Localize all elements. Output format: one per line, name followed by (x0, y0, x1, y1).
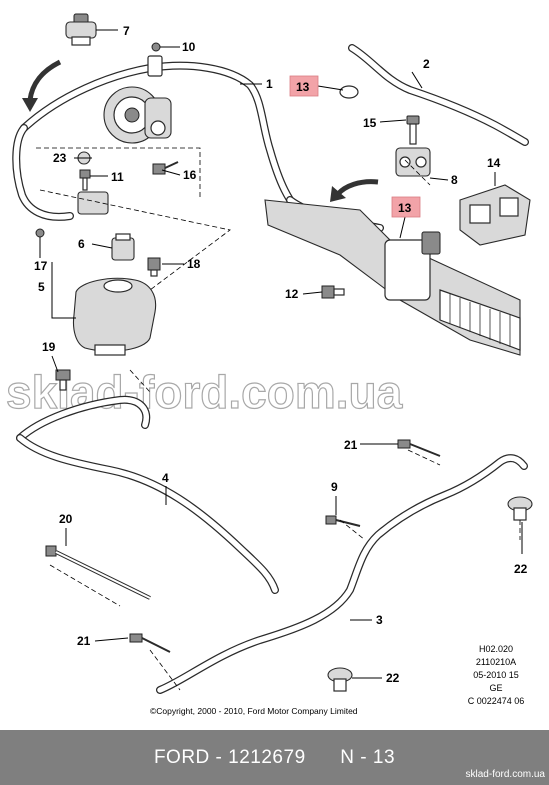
site-label: sklad-ford.com.ua (465, 769, 545, 780)
callout-3: 3 (376, 613, 383, 627)
callout-13-lower: 13 (398, 201, 412, 215)
info-line-4: GE (489, 683, 502, 693)
footer-bar: FORD - 1212679 N - 13 sklad-ford.com.ua (0, 730, 549, 785)
pipe-bracket (77, 55, 163, 215)
callout-23: 23 (53, 151, 67, 165)
o-ring-13 (339, 85, 359, 99)
assembly-dash-lines (36, 147, 521, 691)
callout-7: 7 (123, 24, 130, 38)
callout-14: 14 (487, 156, 501, 170)
callout-15: 15 (363, 116, 377, 130)
flow-arrow-left (22, 59, 62, 112)
callout-16: 16 (183, 168, 197, 182)
bolt-18 (147, 257, 161, 277)
callout-13-upper: 13 (296, 80, 310, 94)
info-line-1: H02.020 (479, 644, 513, 654)
steering-rack (264, 199, 521, 356)
callout-4: 4 (162, 471, 169, 485)
bolt-15 (406, 115, 420, 145)
pipe-clamp (395, 147, 431, 177)
clip-22-lower (327, 667, 353, 692)
callout-19: 19 (42, 340, 56, 354)
callout-12: 12 (285, 287, 299, 301)
nut-17 (35, 228, 45, 238)
leader-lines (39, 29, 523, 679)
callout-17: 17 (34, 259, 48, 273)
callout-22-lower: 22 (386, 671, 400, 685)
info-line-3: 05-2010 15 (473, 670, 519, 680)
bolt-12 (321, 285, 345, 299)
highlight-13-lower (391, 196, 421, 218)
reservoir-cap (111, 233, 135, 261)
highlight-13-upper (289, 75, 319, 97)
nut-10 (151, 42, 161, 52)
part-code-label: FORD - 1212679 N - 13 (153, 747, 396, 768)
callout-8: 8 (451, 173, 458, 187)
callout-2: 2 (423, 57, 430, 71)
pressure-switch (65, 13, 97, 46)
callout-21-upper: 21 (344, 438, 358, 452)
pipe-3 (156, 454, 528, 694)
callout-6: 6 (78, 237, 85, 251)
flow-arrow-right (330, 179, 379, 202)
info-line-5: C 0022474 06 (468, 696, 525, 706)
bolt-16 (152, 161, 179, 175)
callout-labels: 7 10 1 2 13 15 14 8 23 11 16 13 6 17 18 … (34, 24, 528, 685)
pipe-2 (348, 44, 529, 146)
parts-diagram: sklad-ford.com.ua (5, 13, 533, 716)
bolt-11 (79, 169, 91, 191)
callout-20: 20 (59, 512, 73, 526)
pipe-4 (16, 395, 279, 594)
power-steering-pump (103, 86, 172, 144)
callout-22-right: 22 (514, 562, 528, 576)
cable-tie-20 (45, 545, 151, 600)
clip-22-right (507, 496, 533, 521)
bolt-21-lower (129, 633, 171, 653)
callout-5: 5 (38, 280, 45, 294)
callout-21-lower: 21 (77, 634, 91, 648)
copyright-text: ©Copyright, 2000 - 2010, Ford Motor Comp… (150, 706, 358, 716)
fluid-reservoir (72, 277, 157, 356)
info-line-2: 2110210A (476, 657, 516, 667)
bracket-14 (459, 184, 531, 246)
bolt-9 (325, 515, 361, 527)
callout-18: 18 (187, 257, 201, 271)
bolt-21-upper (397, 439, 441, 457)
callout-10: 10 (182, 40, 196, 54)
callout-1: 1 (266, 77, 273, 91)
callout-11: 11 (111, 170, 124, 184)
bolt-19 (55, 369, 71, 391)
drawing-info-block: H02.020 2110210A 05-2010 15 GE C 0022474… (468, 644, 525, 706)
callout-9: 9 (331, 480, 338, 494)
